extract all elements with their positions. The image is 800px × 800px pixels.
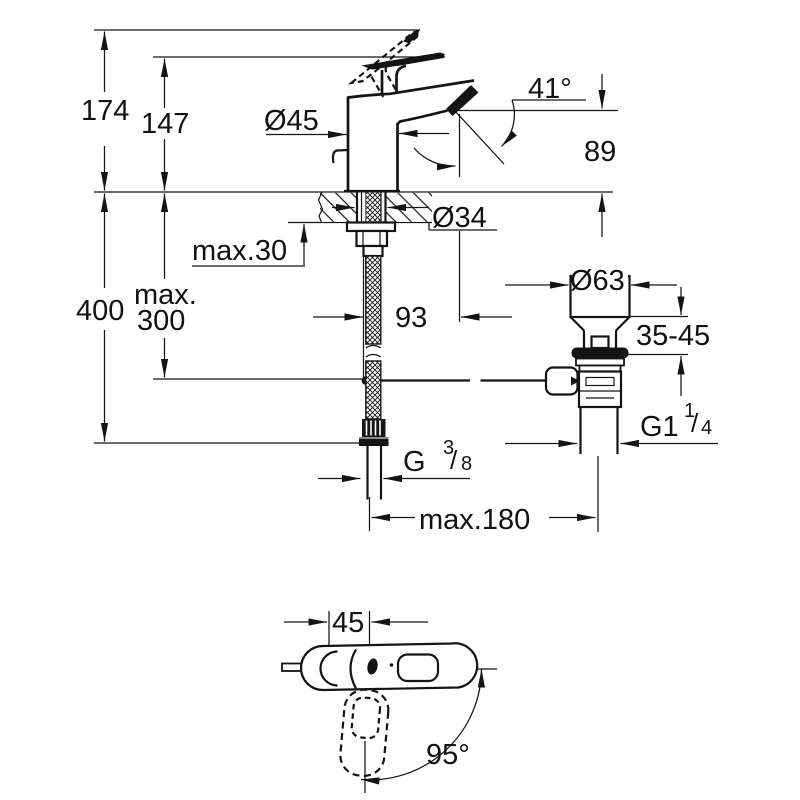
faucet-top-view	[281, 611, 497, 793]
label-outlet-height: 89	[584, 136, 616, 168]
label-spout-reach: 93	[395, 302, 427, 334]
label-waste-thread-main: G1	[640, 411, 679, 443]
spray-angle-leader-arc	[501, 99, 517, 147]
label-install-depth: 400	[76, 295, 124, 327]
dimension-labels: 174 147 400 max. 300 max.30 Ø45 41° 89 Ø…	[76, 73, 712, 771]
mounting-shank	[345, 188, 397, 258]
reference-lines	[94, 29, 688, 532]
g38-fitting	[359, 419, 389, 446]
label-waste-thread-sub: 4	[701, 417, 712, 439]
dim-dia45	[266, 129, 449, 139]
label-body-diameter: Ø45	[264, 105, 319, 137]
label-lever-offset: 45	[332, 607, 364, 639]
label-waste-thread-sup: 1	[684, 400, 695, 422]
aerator-window	[396, 653, 440, 683]
label-lever-tip-height: 147	[141, 108, 189, 140]
lever-raised-dashed	[347, 30, 420, 98]
label-deck-max-thickness: max.30	[192, 235, 287, 267]
label-hole-diameter: Ø34	[432, 202, 487, 234]
label-lever-swivel-angle: 95°	[426, 739, 470, 771]
rod-hook	[331, 148, 349, 164]
pivot-oval	[367, 658, 378, 675]
label-waste-thread-slash: /	[691, 408, 699, 438]
label-overall-height: 174	[81, 95, 129, 127]
shank-washer	[345, 221, 397, 233]
label-supply-thread: G 3 / 8	[403, 437, 472, 478]
handle-rotated-dashed	[339, 688, 390, 777]
label-hose-depth-max-2: 300	[137, 305, 185, 337]
waste-flange	[571, 347, 629, 359]
spout-underside	[396, 109, 448, 191]
shank-collar	[362, 244, 384, 258]
countertop-break-edge	[317, 191, 324, 223]
rod-stub	[281, 662, 303, 672]
pop-up-rod	[361, 226, 547, 385]
label-spray-angle: 41°	[528, 73, 572, 105]
label-basin-thickness-range: 35-45	[636, 320, 710, 352]
dimension-lines	[100, 31, 718, 522]
lever-raised-tip	[402, 31, 419, 44]
spout-top-edge	[347, 79, 475, 99]
label-waste-flange-diameter: Ø63	[570, 265, 625, 297]
pop-up-waste	[544, 274, 631, 454]
swivel-angle-arc	[360, 668, 485, 785]
label-hose-depth-max-1: max.	[134, 279, 197, 311]
faucet-side-view	[331, 30, 479, 193]
label-waste-center-distance: max.180	[419, 504, 530, 536]
label-waste-thread: G1 1 / 4	[640, 400, 712, 443]
label-supply-thread-slash: /	[450, 445, 458, 475]
label-bg	[572, 269, 628, 293]
shank-nut	[355, 229, 389, 248]
supply-hose	[359, 255, 389, 500]
label-supply-thread-sup: 3	[443, 437, 454, 459]
spray-angle-line	[455, 111, 505, 165]
spout-aerator	[446, 85, 479, 116]
label-supply-thread-main: G	[403, 446, 426, 478]
flow-direction-arc	[413, 147, 456, 171]
waste-valve-body	[577, 370, 623, 409]
label-supply-thread-sub: 8	[461, 453, 472, 475]
